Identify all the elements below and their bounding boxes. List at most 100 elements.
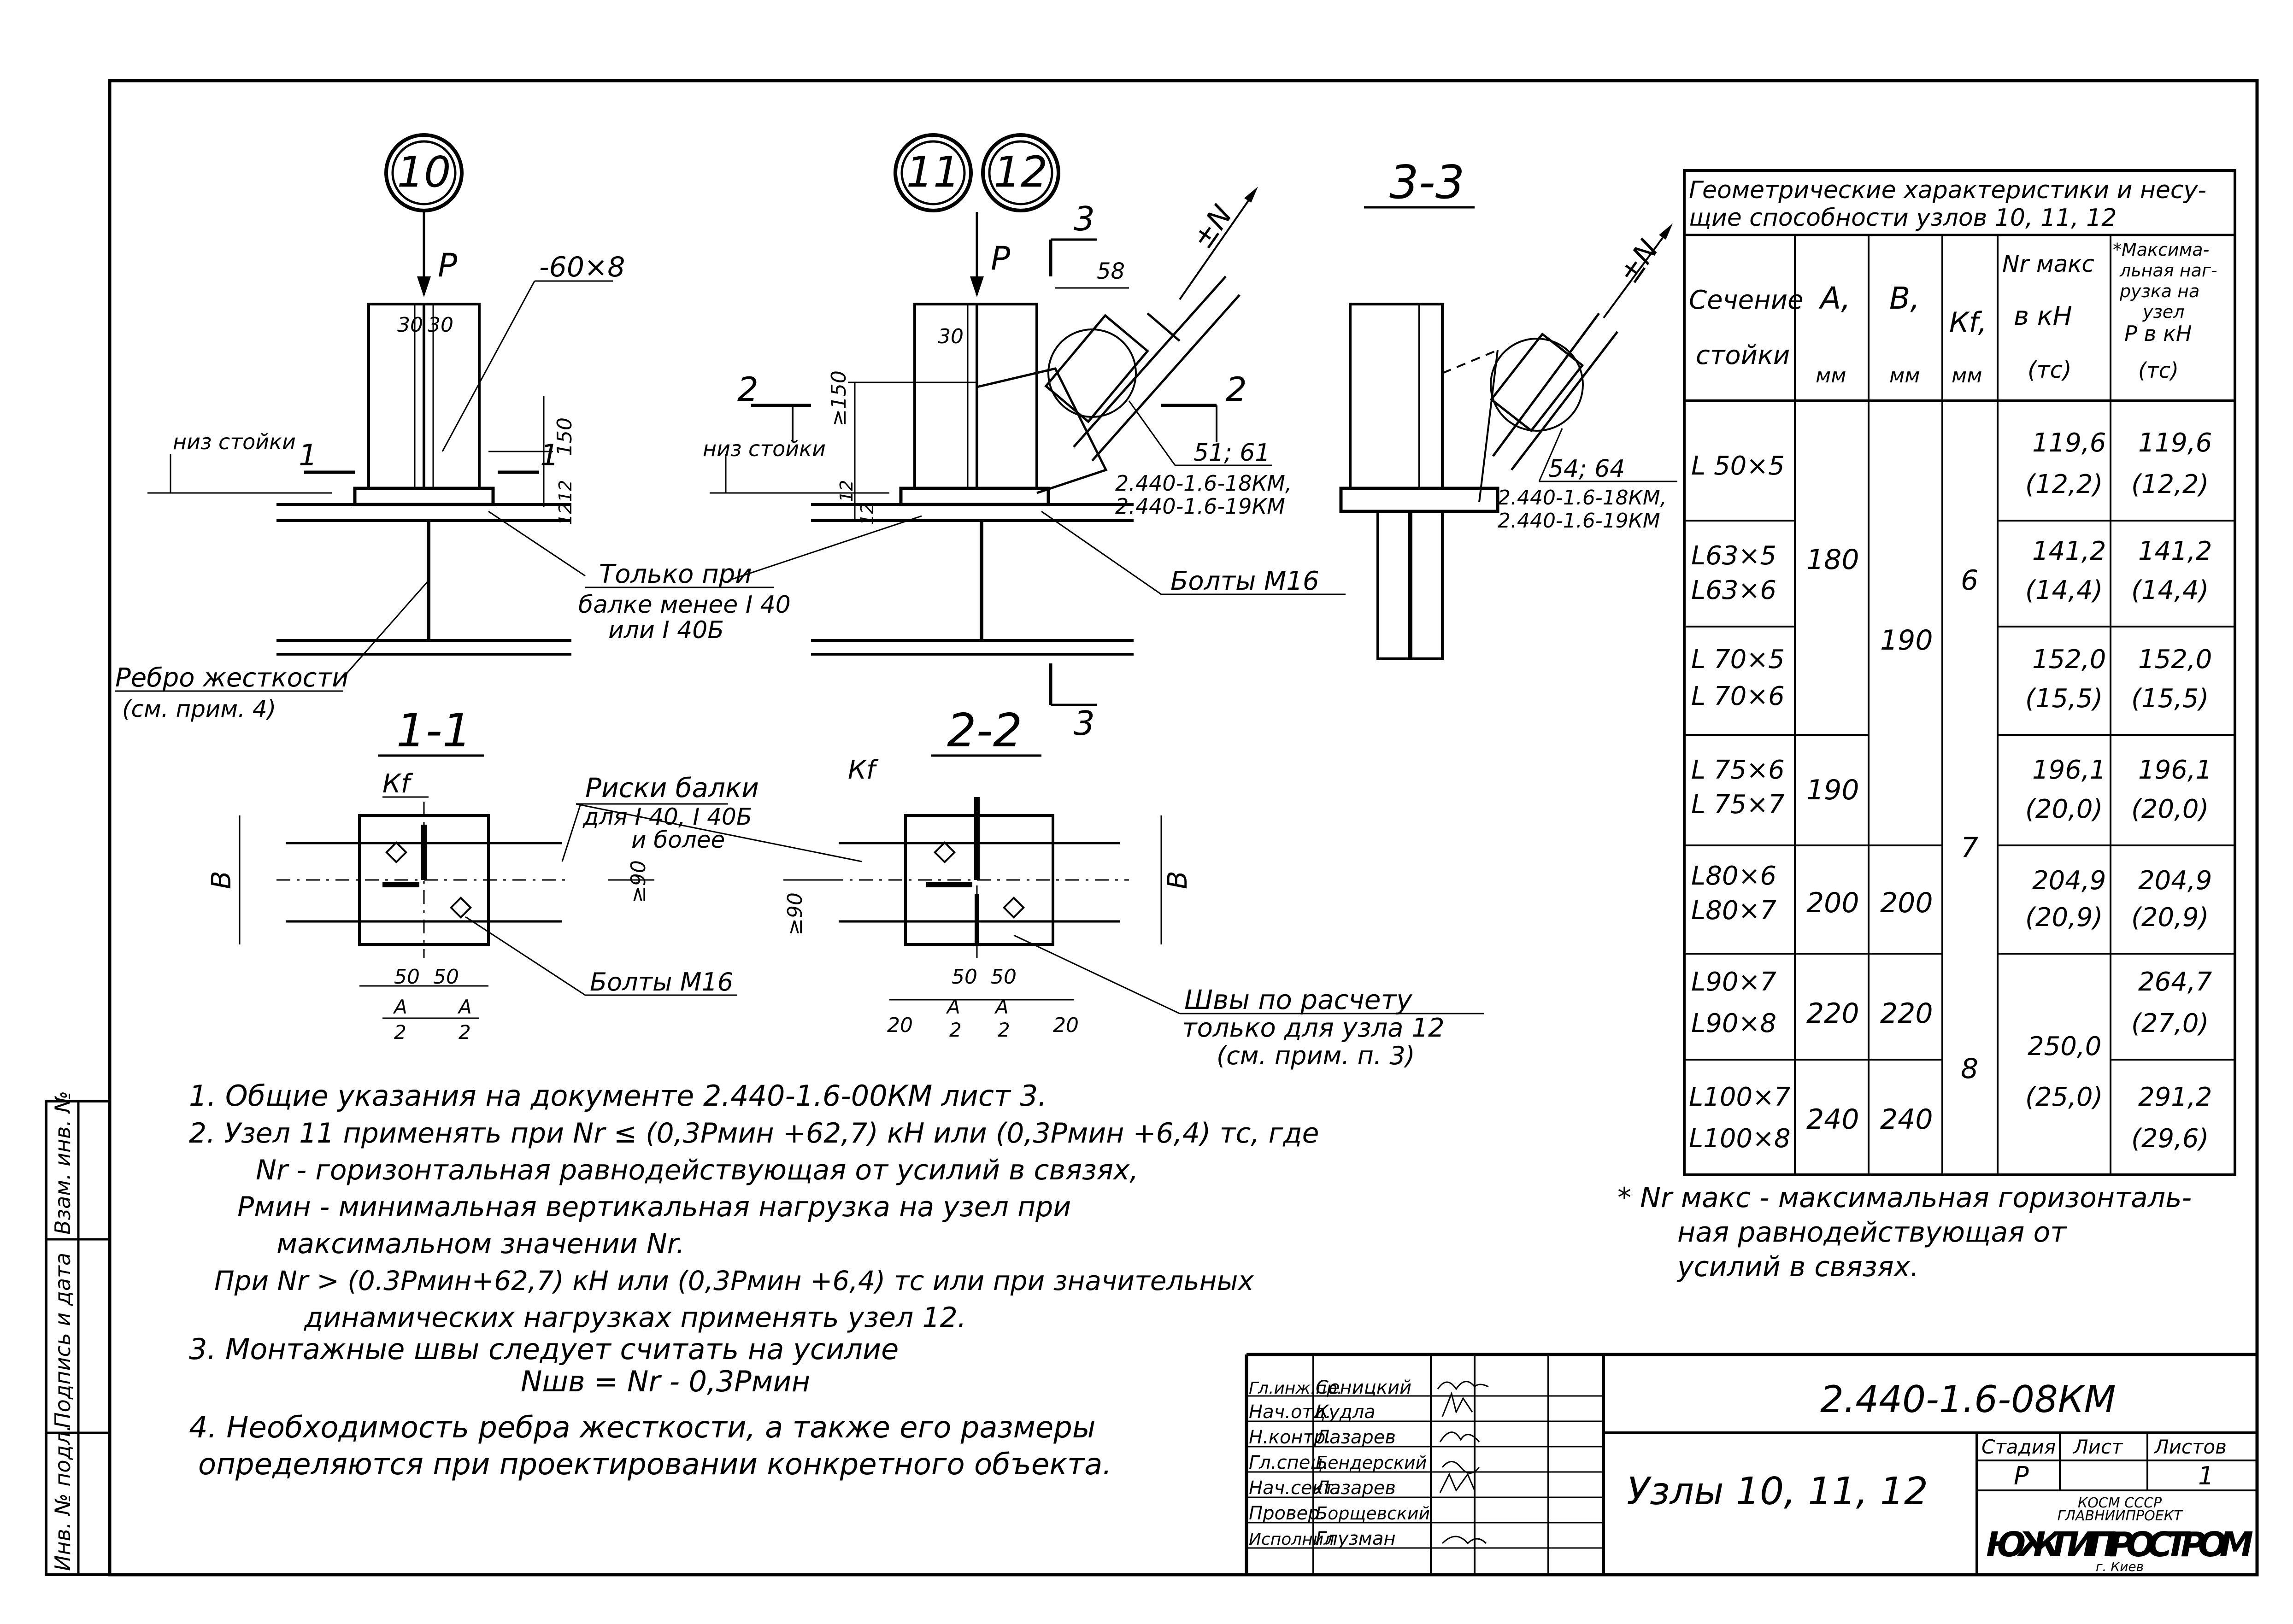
tb-org-1: КОСМ СССР	[2078, 1495, 2162, 1511]
section-1-1-drawing: 1-1 Кf В 50 50 А А 2 2 ≥90 Риски балки д…	[206, 704, 862, 1044]
node-11-callout	[894, 133, 973, 212]
tb-doc-code: 2.440-1.6-08КМ	[1820, 1378, 2116, 1421]
node-10-number: 10	[397, 147, 451, 197]
node-11-12-drawing: 11 12 P 30 ±N 58 ≥150	[703, 133, 1346, 743]
node-10-section-mark-right: 1	[540, 439, 559, 473]
row2-section-a: L63×5	[1691, 541, 1776, 571]
node-10-niz-stoyki: низ стойки	[173, 429, 296, 454]
node-12-number: 12	[994, 147, 1047, 197]
row2-p-tc: (14,4)	[2131, 575, 2209, 605]
row2-p-kn: 141,2	[2138, 536, 2212, 566]
row5-p-kn: 204,9	[2138, 866, 2212, 896]
row4-section-b: L 75×7	[1691, 790, 1785, 820]
only-if-label: Только при	[599, 559, 752, 589]
tb-role-5: Нач.сект.	[1249, 1477, 1340, 1499]
tb-role-4: Гл.спец.	[1249, 1452, 1329, 1473]
merged-nr-25: (25,0)	[2025, 1082, 2103, 1112]
risk-line2: для I 40, I 40Б	[582, 803, 752, 830]
node-10-dim-30b: 30	[428, 313, 453, 337]
section-2-2-dim50b: 50	[991, 965, 1017, 989]
section-1-1-kf: Кf	[382, 769, 413, 799]
stamp-podpis: Подпись и дата	[50, 1253, 75, 1428]
table-title-line2: щие способности узлов 10, 11, 12	[1689, 204, 2117, 232]
table-row: L100×7 L100×8 291,2 (29,6)	[1689, 1082, 2212, 1154]
merged-b-220: 220	[1880, 997, 1933, 1030]
row5-section-b: L80×7	[1691, 896, 1776, 926]
beam-less-line2: или I 40Б	[608, 616, 724, 644]
section-1-1-title: 1-1	[396, 704, 471, 757]
row5-p-tc: (20,9)	[2131, 903, 2209, 932]
side-stamp: Инв. № подл. Подпись и дата Взам. инв. №	[45, 1091, 111, 1576]
node-10-plate-label: -60×8	[539, 251, 625, 283]
merged-kf-6: 6	[1961, 564, 1978, 597]
node-11-ref-51-61: 51; 61	[1194, 439, 1270, 467]
capacity-table: Геометрические характеристики и несу- щи…	[1617, 169, 2236, 1283]
row6-section-b: L90×8	[1691, 1008, 1776, 1038]
section-3-3-drawing: 3-3 ±N 54; 64 2.440-1.6-18КМ, 2.440-1.6-…	[1339, 155, 1677, 660]
section-3-3-doc-19: 2.440-1.6-19КМ	[1498, 509, 1660, 533]
row6-section-a: L90×7	[1691, 967, 1776, 997]
node-11-section2-left: 2	[737, 370, 758, 409]
merged-b-200: 200	[1880, 887, 1933, 919]
row4-p-tc: (20,0)	[2131, 794, 2209, 824]
th-max-1: *Максима-	[2113, 240, 2209, 260]
section-1-1-bolts: Болты М16	[590, 967, 733, 997]
tb-stage: Р	[2014, 1461, 2029, 1490]
section-2-2-dim20b: 20	[1053, 1014, 1079, 1037]
row2-nr-kn: 141,2	[2032, 536, 2106, 566]
tb-name-7: Глузман	[1316, 1528, 1396, 1549]
section-1-1-ge90: ≥90	[627, 860, 650, 903]
node-10-callout	[384, 133, 464, 212]
th-max-2: льная наг-	[2119, 260, 2217, 281]
row1-section: L 50×5	[1691, 451, 1785, 481]
row3-section-b: L 70×6	[1691, 681, 1785, 711]
th-kf-2: мм	[1952, 364, 1982, 387]
table-row: L 70×5 L 70×6 152,0 (15,5) 152,0 (15,5)	[1691, 645, 2212, 714]
row7-section-a: L100×7	[1689, 1082, 1791, 1112]
row3-section-a: L 70×5	[1691, 645, 1785, 674]
row5-nr-kn: 204,9	[2032, 866, 2106, 896]
section-2-2-drawing: 2-2 Кf В ≥90 50 50 20 20 А А 2 2 Швы по …	[783, 704, 1484, 1070]
row1-p-tc: (12,2)	[2131, 469, 2209, 499]
welds-line2: только для узла 12	[1182, 1013, 1445, 1043]
tb-role-2: Нач.отд.	[1249, 1401, 1331, 1423]
row6-p-tc: (27,0)	[2131, 1008, 2209, 1038]
row7-section-b: L100×8	[1689, 1124, 1791, 1154]
note-2-else-1: При Nr > (0.3Pмин+62,7) кН или (0,3Pмин …	[214, 1265, 1254, 1296]
th-b-1: В,	[1889, 281, 1920, 316]
th-a-1: А,	[1818, 281, 1851, 316]
section-1-1-dim50b: 50	[433, 965, 459, 989]
tb-stage-h: Стадия	[1981, 1436, 2056, 1458]
node-11-dim-ge150: ≥150	[827, 370, 851, 426]
th-nr-2: в кН	[2014, 301, 2072, 331]
merged-a-180: 180	[1806, 544, 1859, 576]
row3-p-kn: 152,0	[2138, 645, 2212, 674]
node-11-bolts: Болты М16	[1170, 566, 1319, 596]
table-row: L63×5 L63×6 141,2 (14,4) 141,2 (14,4)	[1691, 536, 2212, 605]
rib-note: (см. прим. 4)	[122, 696, 276, 722]
note-2-def-1: Nr - горизонтальная равнодействующая от …	[256, 1154, 1139, 1186]
row4-nr-tc: (20,0)	[2025, 794, 2103, 824]
th-a-2: мм	[1816, 364, 1846, 387]
row7-p-kn: 291,2	[2138, 1082, 2212, 1112]
node-11-doc-19: 2.440-1.6-19КМ	[1115, 494, 1285, 519]
th-max-6: (тс)	[2138, 358, 2179, 383]
note-2-else-2: динамических нагрузках применять узел 12…	[304, 1302, 966, 1334]
row2-section-b: L63×6	[1691, 575, 1776, 605]
note-2-def-3: максимальном значении Nr.	[276, 1228, 685, 1260]
row3-nr-tc: (15,5)	[2025, 684, 2103, 714]
node-11-p-label: P	[991, 240, 1011, 277]
tb-role-1: Гл.инж.пр.	[1249, 1379, 1342, 1398]
node-11-dim-58: 58	[1097, 258, 1125, 284]
node-10-dim-12a: 12	[555, 480, 576, 502]
merged-a-200: 200	[1806, 887, 1859, 919]
node-10-dim-30a: 30	[397, 313, 423, 337]
row3-nr-kn: 152,0	[2032, 645, 2106, 674]
table-row: L 50×5 119,6 (12,2) 119,6 (12,2)	[1691, 428, 2212, 499]
tb-org-2: ГЛАВНИИПРОЕКТ	[2058, 1508, 2183, 1524]
section-2-2-dim20a: 20	[887, 1014, 913, 1037]
row4-nr-kn: 196,1	[2032, 755, 2106, 785]
tb-sheets: 1	[2198, 1461, 2214, 1490]
node-12-callout	[981, 133, 1060, 212]
tb-title: Узлы 10, 11, 12	[1627, 1470, 1928, 1513]
